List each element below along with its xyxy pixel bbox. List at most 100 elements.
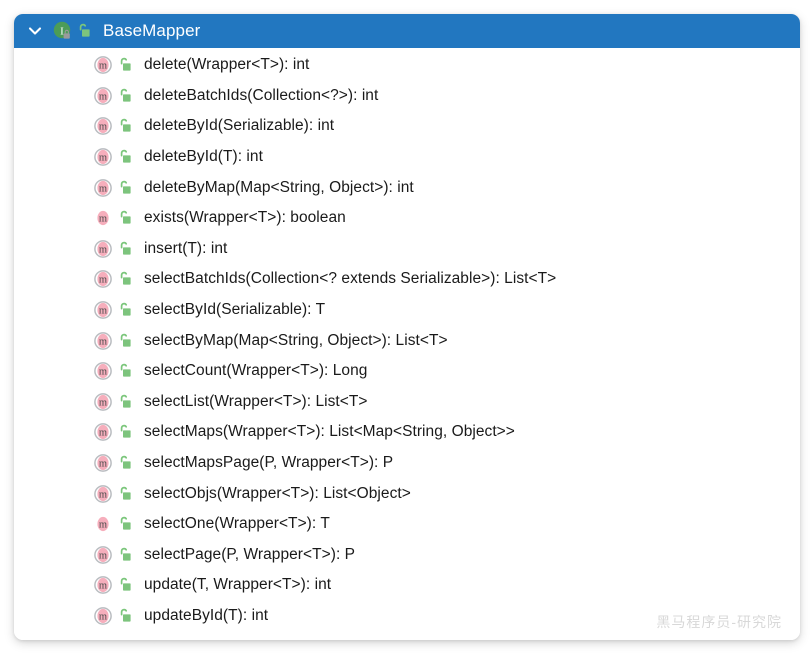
method-icon: m	[94, 178, 112, 197]
member-row[interactable]: m deleteByMap(Map<String, Object>): int	[14, 172, 800, 203]
method-icon: m	[94, 423, 112, 442]
unlocked-padlock-icon	[120, 333, 131, 347]
member-row[interactable]: m updateById(T): int	[14, 601, 800, 632]
member-signature: deleteById(Serializable): int	[144, 117, 335, 135]
unlocked-padlock-icon	[120, 302, 131, 316]
member-row[interactable]: m selectById(Serializable): T	[14, 295, 800, 326]
member-row[interactable]: m selectBatchIds(Collection<? extends Ser…	[14, 264, 800, 295]
member-row[interactable]: m selectByMap(Map<String, Object>): List<…	[14, 325, 800, 356]
method-icon: m	[94, 148, 112, 166]
svg-text:m: m	[99, 122, 107, 133]
svg-text:m: m	[99, 550, 107, 561]
interface-icon: I	[53, 21, 71, 39]
svg-text:m: m	[99, 244, 107, 255]
unlocked-padlock-icon	[120, 425, 131, 439]
svg-text:m: m	[99, 306, 107, 317]
member-signature: selectBatchIds(Collection<? extends Seri…	[144, 270, 557, 288]
member-signature: selectById(Serializable): T	[144, 301, 326, 319]
svg-text:m: m	[99, 520, 107, 531]
svg-text:m: m	[99, 397, 107, 408]
svg-text:m: m	[99, 336, 107, 347]
member-row[interactable]: m deleteById(Serializable): int	[14, 111, 800, 142]
unlocked-padlock-icon	[120, 180, 131, 194]
chevron-down-icon[interactable]	[26, 22, 44, 40]
svg-text:m: m	[99, 153, 107, 164]
unlocked-padlock-icon	[120, 88, 131, 102]
method-icon: m	[97, 211, 109, 226]
method-icon: m	[94, 607, 112, 625]
svg-text:m: m	[99, 183, 107, 194]
member-row[interactable]: m selectPage(P, Wrapper<T>): P	[14, 540, 800, 571]
member-signature: selectByMap(Map<String, Object>): List<T…	[144, 331, 448, 349]
unlocked-padlock-icon	[120, 455, 131, 469]
member-row[interactable]: m selectList(Wrapper<T>): List<T>	[14, 387, 800, 418]
svg-text:m: m	[99, 459, 107, 470]
method-icon: m	[94, 301, 112, 319]
member-signature: insert(T): int	[144, 239, 228, 257]
unlocked-padlock-icon	[120, 211, 131, 224]
member-signature: updateById(T): int	[144, 606, 269, 624]
method-icon: m	[94, 484, 112, 503]
method-icon: m	[97, 517, 109, 532]
interface-icon-group: I	[53, 21, 91, 41]
svg-text:I: I	[60, 25, 64, 37]
unlocked-padlock-icon	[120, 241, 131, 255]
unlocked-padlock-icon	[120, 578, 131, 591]
method-icon: m	[94, 240, 112, 258]
method-icon: m	[94, 270, 112, 289]
member-signature: selectPage(P, Wrapper<T>): P	[144, 545, 356, 563]
svg-text:m: m	[99, 489, 107, 500]
svg-text:m: m	[99, 61, 107, 72]
unlocked-padlock-icon	[120, 394, 131, 408]
svg-text:m: m	[99, 581, 107, 592]
member-signature: delete(Wrapper<T>): int	[144, 56, 310, 74]
member-signature: selectList(Wrapper<T>): List<T>	[144, 392, 368, 410]
interface-header-row[interactable]: I BaseMapper	[14, 14, 800, 48]
unlocked-padlock-icon	[120, 517, 131, 530]
member-row[interactable]: m selectOne(Wrapper<T>): T	[14, 509, 800, 540]
unlocked-padlock-icon	[120, 364, 131, 377]
method-icon: m	[94, 56, 112, 75]
member-row[interactable]: m selectMaps(Wrapper<T>): List<Map<String…	[14, 417, 800, 448]
unlocked-padlock-icon	[120, 547, 131, 561]
member-signature: selectMapsPage(P, Wrapper<T>): P	[144, 454, 394, 472]
method-icon: m	[94, 576, 112, 595]
method-icon: m	[94, 362, 112, 381]
svg-text:m: m	[99, 612, 107, 623]
svg-text:m: m	[99, 367, 107, 378]
method-icon: m	[94, 454, 112, 472]
member-row[interactable]: m update(T, Wrapper<T>): int	[14, 570, 800, 601]
unlocked-padlock-icon	[120, 272, 131, 286]
svg-text:m: m	[99, 428, 107, 439]
member-row[interactable]: m deleteById(T): int	[14, 142, 800, 173]
unlocked-padlock-icon	[120, 58, 131, 71]
method-icon: m	[94, 331, 112, 350]
member-signature: deleteById(T): int	[144, 148, 263, 166]
member-row[interactable]: m delete(Wrapper<T>): int	[14, 50, 800, 81]
unlocked-padlock-icon	[120, 149, 131, 163]
method-icon: m	[94, 392, 112, 411]
member-row[interactable]: m selectObjs(Wrapper<T>): List<Object>	[14, 478, 800, 509]
unlocked-padlock-icon	[79, 23, 90, 37]
page-title: BaseMapper	[103, 21, 201, 40]
method-icon: m	[94, 117, 112, 136]
member-signature: selectOne(Wrapper<T>): T	[144, 515, 330, 533]
member-signature: selectMaps(Wrapper<T>): List<Map<String,…	[144, 423, 515, 441]
member-signature: selectObjs(Wrapper<T>): List<Object>	[144, 484, 411, 502]
svg-text:m: m	[99, 214, 107, 225]
svg-text:m: m	[99, 275, 107, 286]
member-signature: update(T, Wrapper<T>): int	[144, 576, 332, 594]
member-row[interactable]: m insert(T): int	[14, 234, 800, 265]
member-signature: deleteByMap(Map<String, Object>): int	[144, 178, 414, 196]
method-icon: m	[94, 87, 112, 105]
unlocked-padlock-icon	[120, 608, 131, 622]
unlocked-padlock-icon	[120, 486, 131, 500]
member-row[interactable]: m exists(Wrapper<T>): boolean	[14, 203, 800, 234]
member-row[interactable]: m selectMapsPage(P, Wrapper<T>): P	[14, 448, 800, 479]
locked-padlock-badge	[63, 29, 70, 39]
member-signature: exists(Wrapper<T>): boolean	[144, 209, 346, 227]
